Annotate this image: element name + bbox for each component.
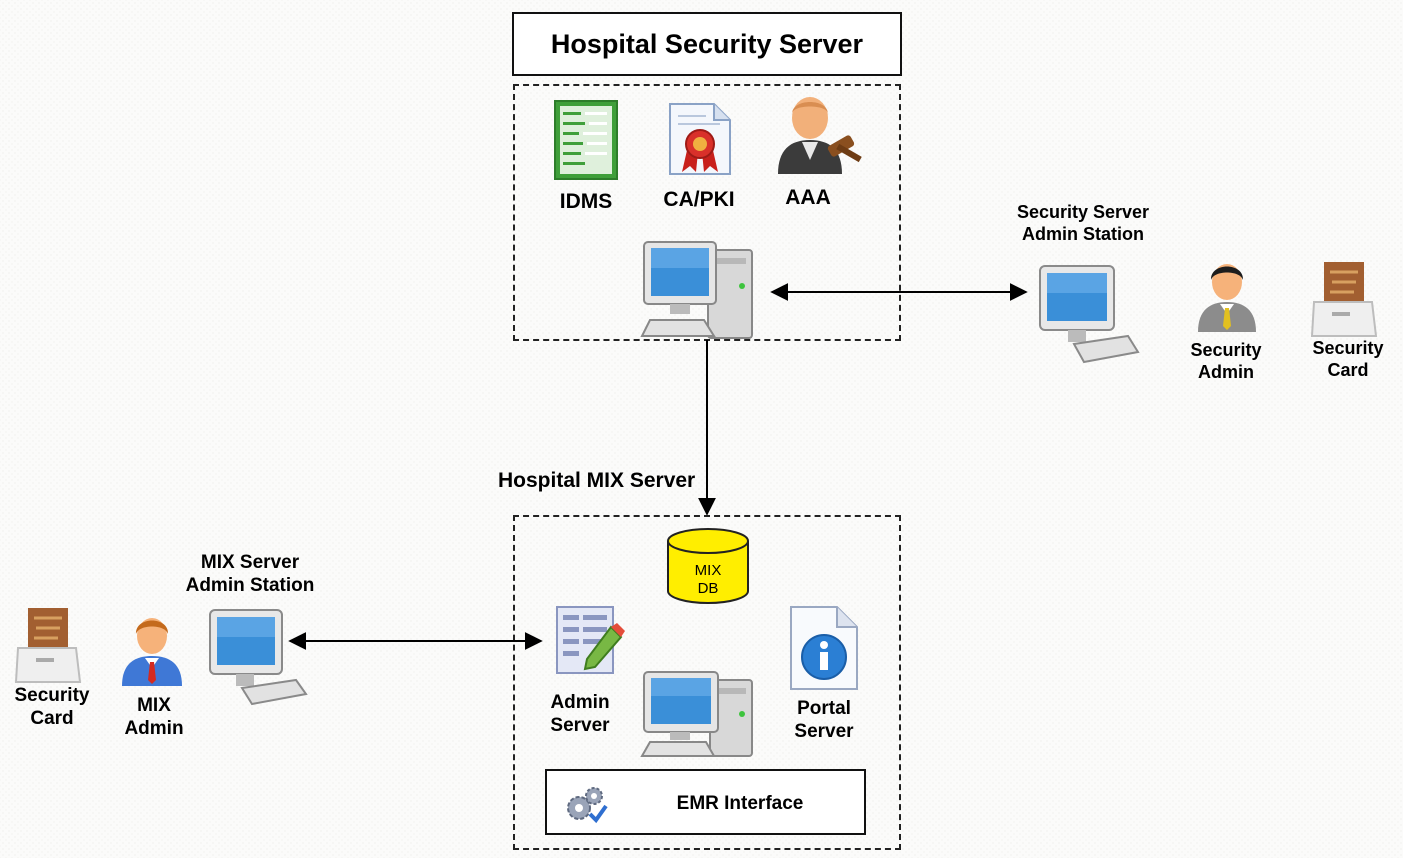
security-admin-station-label: Security Server Admin Station	[1016, 202, 1150, 244]
security-server-computer-icon	[640, 241, 753, 339]
admin-server-label: Admin Server	[550, 692, 610, 736]
mix-admin-person-icon	[122, 618, 182, 686]
idms-icon	[554, 100, 618, 180]
security-admin-label: Security Admin	[1190, 340, 1262, 382]
mix-db-cylinder-icon	[667, 528, 749, 604]
portal-server-info-icon	[790, 606, 858, 690]
aaa-label: AAA	[785, 186, 831, 209]
security-card-label-right: Security Card	[1312, 338, 1384, 380]
gears-check-icon	[567, 787, 608, 824]
security-admin-station-computer-icon	[1039, 265, 1140, 364]
aaa-judge-icon	[778, 97, 862, 174]
security-card-reader-icon	[1310, 262, 1378, 337]
mix-server-computer-icon	[640, 671, 753, 757]
mix-admin-station-label: MIX Server Admin Station	[185, 552, 315, 596]
mix-admin-station-computer-icon	[209, 609, 308, 706]
security-admin-person-icon	[1198, 264, 1256, 332]
ca-pki-label: CA/PKI	[663, 188, 735, 211]
mix-admin-label: MIX Admin	[124, 695, 184, 739]
idms-label: IDMS	[559, 190, 613, 213]
mix-db-label: MIX DB	[694, 562, 722, 597]
security-server-title: Hospital Security Server	[512, 12, 902, 76]
mix-server-title: Hospital MIX Server	[498, 469, 696, 492]
mix-server-container	[513, 515, 901, 850]
certificate-icon	[669, 103, 731, 175]
security-card-label-left: Security Card	[14, 685, 90, 729]
admin-server-edit-icon	[556, 606, 625, 674]
emr-interface-label: EMR Interface	[676, 793, 804, 814]
security-card-reader-icon-left	[14, 608, 82, 683]
portal-server-label: Portal Server	[794, 698, 854, 742]
